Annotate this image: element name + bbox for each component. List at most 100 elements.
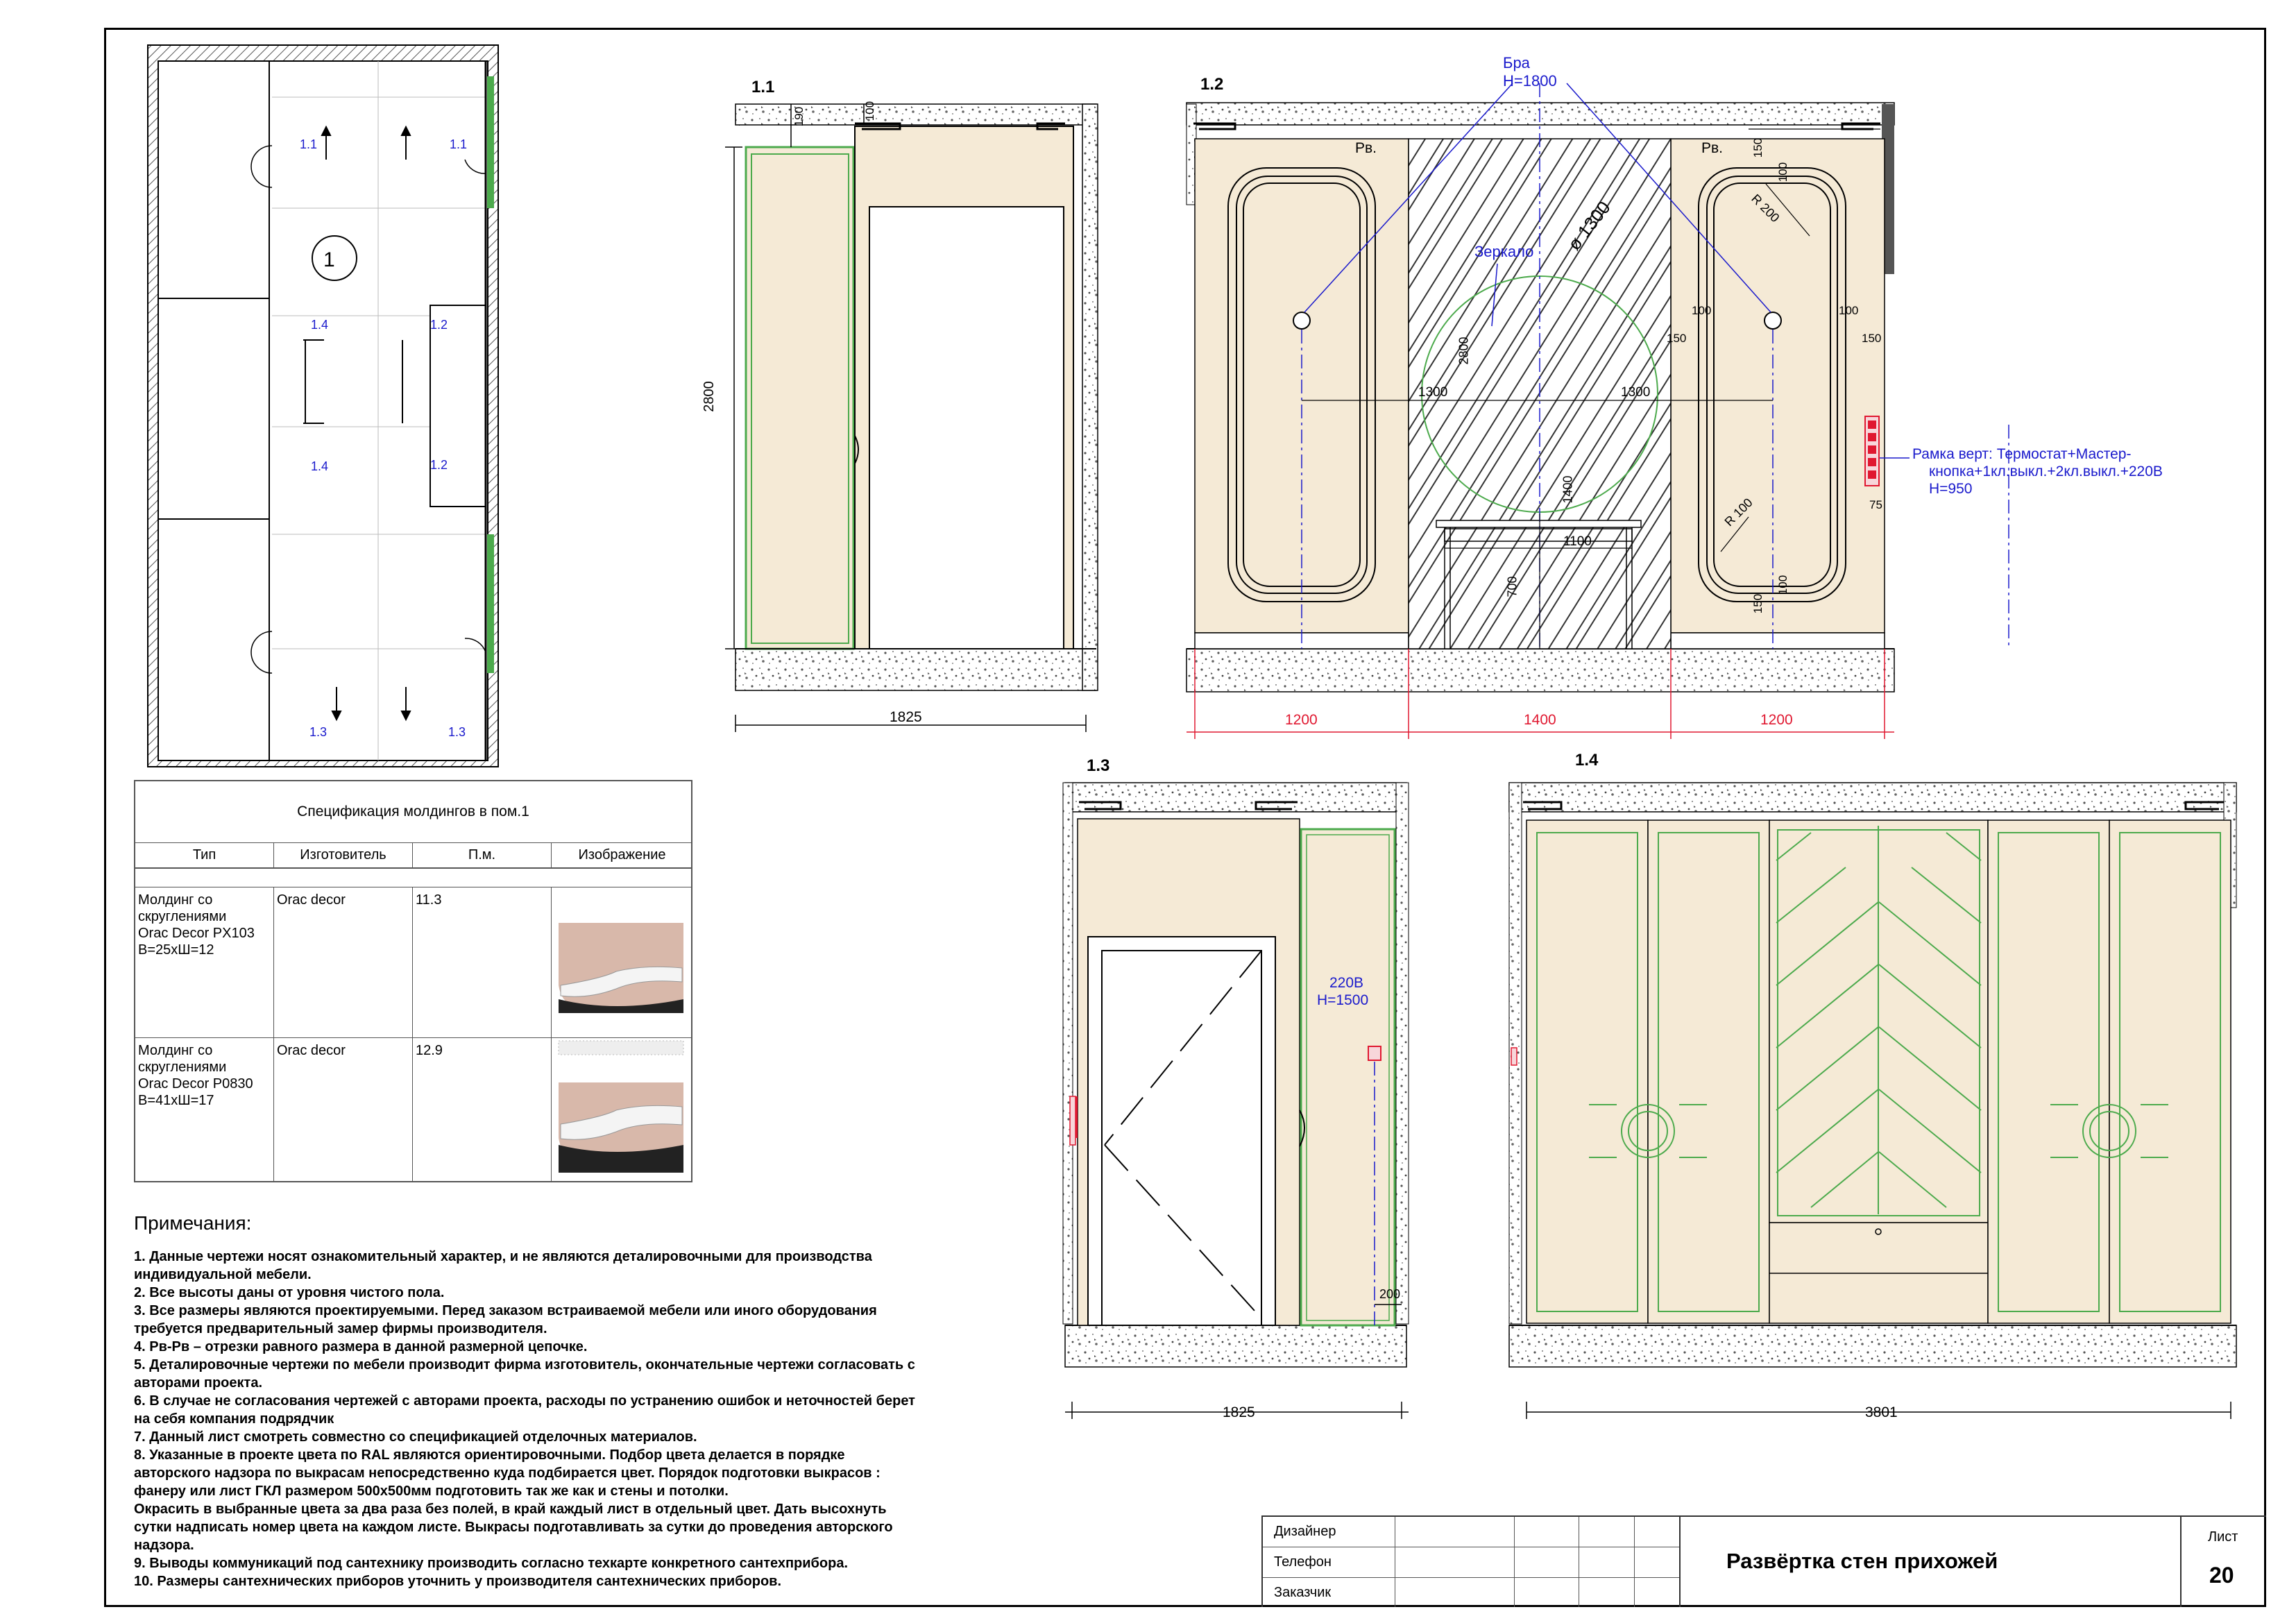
dim-bottom: 1400: [1524, 712, 1556, 728]
frame-note: кнопка+1кл.выкл.+2кл.выкл.+220В: [1929, 464, 2163, 479]
elevation-1-3: [1062, 782, 1409, 1419]
note-line: 10. Размеры сантехнических приборов уточ…: [134, 1574, 782, 1589]
view-mark: 1.4: [311, 459, 329, 473]
note-line: 7. Данный лист смотреть совместно со спе…: [134, 1429, 697, 1445]
note-line: требуется предварительный замер фирмы пр…: [134, 1321, 547, 1336]
dim-top: 100: [863, 101, 877, 121]
sheet-number: 20: [2209, 1563, 2234, 1588]
spec-length: 12.9: [413, 1038, 552, 1182]
note-line: 9. Выводы коммуникаций под сантехнику пр…: [134, 1556, 849, 1571]
spec-type-line: Orac Decor P0830: [138, 1076, 253, 1091]
dim-bottom: 1200: [1285, 712, 1318, 728]
molding-image-1: [555, 887, 687, 1015]
socket-label: 220В: [1329, 975, 1364, 991]
spec-title: Спецификация молдингов в пом.1: [135, 781, 691, 843]
note-line: 2. Все высоты даны от уровня чистого пол…: [134, 1285, 445, 1300]
spec-maker: Orac decor: [274, 887, 413, 1037]
view-mark: 1.2: [430, 318, 448, 332]
sconce-label: Бра: [1503, 54, 1530, 71]
dim: 700: [1505, 576, 1520, 597]
note-line: 4. Рв-Рв – отрезки равного размера в дан…: [134, 1339, 588, 1354]
dim-height: 2800: [701, 381, 717, 412]
room-number: 1: [323, 248, 335, 271]
spec-header-image: Изображение: [578, 847, 666, 863]
sheet-label: Лист: [2208, 1529, 2238, 1545]
dim-width: 3801: [1865, 1404, 1898, 1420]
note-line: 3. Все размеры являются проектируемыми. …: [134, 1303, 877, 1318]
title-row: Телефон: [1263, 1547, 1679, 1578]
spec-type-line: скруглениями: [138, 909, 227, 924]
spec-header-maker: Изготовитель: [274, 842, 413, 867]
notes-heading: Примечания:: [134, 1212, 252, 1234]
spec-header-length: П.м.: [413, 842, 552, 867]
dim: 2800: [1456, 337, 1471, 365]
note-line: 1. Данные чертежи носят ознакомительный …: [134, 1249, 872, 1264]
elevation-1-1: [725, 103, 1098, 732]
view-mark: 1.2: [430, 458, 448, 472]
note-line: индивидуальной мебели.: [134, 1267, 312, 1282]
table-row: Молдинг со скруглениями Orac Decor PX103…: [135, 887, 691, 1038]
elevation-1-4: [1508, 782, 2237, 1419]
dim: 100: [1692, 304, 1712, 317]
spec-type-line: В=41хШ=17: [138, 1093, 214, 1108]
dim: 200: [1379, 1287, 1401, 1301]
note-line: 8. Указанные в проекте цвета по RAL явля…: [134, 1447, 845, 1463]
mirror-label: Зеркало: [1474, 243, 1534, 260]
spec-header: Тип Изготовитель П.м. Изображение: [135, 842, 691, 869]
dim-top: 190: [792, 106, 806, 127]
note-line: авторского надзора по выкрасам непосредс…: [134, 1465, 881, 1481]
molding-image-2: [555, 1040, 687, 1180]
dim: 150: [1862, 332, 1882, 345]
note-line: авторами проекта.: [134, 1375, 263, 1391]
title-row-label: Дизайнер: [1274, 1524, 1336, 1539]
rv-right: Рв.: [1701, 140, 1723, 156]
title-row-label: Заказчик: [1274, 1585, 1332, 1600]
dim: 150: [1667, 332, 1687, 345]
elevation-label: 1.2: [1200, 75, 1224, 94]
dim: 1100: [1563, 534, 1592, 549]
note-line: 6. В случае не согласования чертежей с а…: [134, 1393, 915, 1409]
title-row: Заказчик: [1263, 1578, 1679, 1608]
note-line: надзора.: [134, 1538, 194, 1553]
sconce-height: H=1800: [1503, 72, 1557, 90]
frame-note: Рамка верт: Термостат+Мастер-: [1912, 446, 2132, 462]
dim-width: 1825: [1223, 1404, 1255, 1420]
notes-block: Примечания: 1. Данные чертежи носят озна…: [134, 1214, 1022, 1590]
dim: 150: [1751, 593, 1765, 614]
spec-type-line: В=25хШ=12: [138, 942, 214, 958]
dim: 100: [1776, 575, 1790, 595]
note-line: фанеру или лист ГКЛ размером 500х500мм п…: [134, 1484, 729, 1499]
spec-type-line: Orac Decor PX103: [138, 926, 255, 941]
title-row-label: Телефон: [1274, 1554, 1332, 1570]
view-mark: 1.3: [448, 725, 466, 739]
elevation-label: 1.4: [1575, 751, 1599, 770]
sheet-title: Развёртка стен прихожей: [1726, 1549, 1998, 1573]
spec-type: Молдинг со скруглениями Orac Decor PX103…: [135, 887, 274, 1037]
note-line: Окрасить в выбранные цвета за два раза б…: [134, 1502, 887, 1517]
sheet-frame: [104, 28, 2266, 1607]
dim-width: 1825: [890, 709, 922, 725]
rv-left: Рв.: [1355, 140, 1377, 156]
spec-type-line: Молдинг со: [138, 892, 213, 908]
elevation-1-2: [1186, 83, 2009, 739]
note-line: на себя компания подрядчик: [134, 1411, 334, 1427]
view-mark: 1.3: [309, 725, 328, 739]
table-row: Молдинг со скруглениями Orac Decor P0830…: [135, 1038, 691, 1182]
spec-length: 11.3: [413, 887, 552, 1037]
dim: 1400: [1561, 475, 1575, 504]
spec-type: Молдинг со скруглениями Orac Decor P0830…: [135, 1038, 274, 1182]
title-block: Дизайнер Телефон Заказчик Развёртка стен…: [1261, 1515, 2266, 1607]
spec-type-line: скруглениями: [138, 1060, 227, 1075]
note-line: сутки надписать номер цвета на каждом ли…: [134, 1520, 893, 1535]
dim: 1300: [1621, 385, 1651, 400]
spec-header-type: Тип: [135, 842, 274, 867]
dim: 100: [1839, 304, 1859, 317]
elevation-label: 1.3: [1087, 756, 1110, 775]
dim-bottom: 1200: [1760, 712, 1793, 728]
notes-list: 1. Данные чертежи носят ознакомительный …: [134, 1248, 1022, 1590]
title-row: Дизайнер: [1263, 1517, 1679, 1547]
frame-note: H=950: [1929, 481, 1973, 497]
dim: 1300: [1418, 385, 1448, 400]
molding-spec-table: Спецификация молдингов в пом.1 Тип Изгот…: [134, 780, 692, 1182]
